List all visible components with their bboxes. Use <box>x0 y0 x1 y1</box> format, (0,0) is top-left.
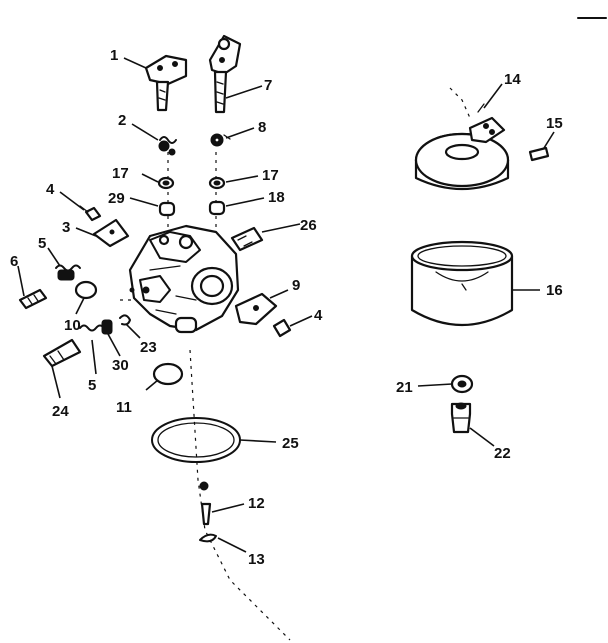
part-5-spring-lower <box>79 324 105 332</box>
part-5-spring-upper <box>55 264 81 281</box>
callout-15: 15 <box>546 115 563 132</box>
callout-5-lower: 5 <box>88 377 96 394</box>
callout-21: 21 <box>396 379 413 396</box>
part-23-clip <box>119 314 131 326</box>
part-26-fitting <box>230 226 264 252</box>
part-15-pin <box>528 146 550 162</box>
part-11-gasket <box>152 362 184 386</box>
part-1-throttle-shaft <box>144 54 188 112</box>
part-29-bushing <box>158 201 176 217</box>
callout-30: 30 <box>112 357 129 374</box>
carburetor-body <box>128 224 240 334</box>
part-8-spring <box>210 133 231 147</box>
part-17-seal-left <box>157 176 175 190</box>
part-4-screw-upper <box>79 205 102 222</box>
callout-14: 14 <box>504 71 521 88</box>
callout-17-right: 17 <box>262 167 279 184</box>
callout-6: 6 <box>10 253 18 270</box>
part-14-float <box>414 103 510 191</box>
part-3-throttle-plate <box>92 218 130 248</box>
part-12-needle <box>199 481 212 526</box>
callout-18: 18 <box>268 189 285 206</box>
callout-11: 11 <box>116 399 132 416</box>
part-7-choke-shaft <box>208 34 242 114</box>
callout-16: 16 <box>546 282 563 299</box>
part-4-screw-lower <box>272 318 292 338</box>
callout-29: 29 <box>108 190 125 207</box>
callout-4-lower: 4 <box>314 307 323 324</box>
callout-22: 22 <box>494 445 511 462</box>
callout-26: 26 <box>300 217 317 234</box>
leader-lines <box>17 57 555 553</box>
callout-2: 2 <box>118 112 126 129</box>
callout-3: 3 <box>62 219 70 236</box>
callout-17-left: 17 <box>112 165 129 182</box>
part-21-gasket <box>450 374 474 394</box>
callout-24: 24 <box>52 403 69 420</box>
part-10-gasket <box>74 280 98 300</box>
callout-labels: 1 7 2 8 17 17 29 18 4 3 26 5 6 9 4 10 23… <box>10 47 563 568</box>
callout-13: 13 <box>248 551 265 568</box>
part-24-jet-screw <box>42 338 82 368</box>
part-13-clip <box>199 533 217 543</box>
callout-4-upper: 4 <box>46 181 55 198</box>
callout-9: 9 <box>292 277 300 294</box>
callout-12: 12 <box>248 495 265 512</box>
callout-5-upper: 5 <box>38 235 46 252</box>
callout-25: 25 <box>282 435 299 452</box>
part-17-seal-right <box>208 176 226 190</box>
part-16-float-bowl <box>410 240 514 326</box>
part-22-bowl-nut <box>450 402 472 434</box>
part-18-bushing <box>208 200 226 216</box>
callout-10: 10 <box>64 317 81 334</box>
callout-1: 1 <box>110 47 118 64</box>
part-9-plate <box>234 292 278 326</box>
callout-8: 8 <box>258 119 266 136</box>
callout-23: 23 <box>140 339 157 356</box>
part-6-idle-screw <box>18 288 48 310</box>
callout-7: 7 <box>264 77 272 94</box>
part-2-spring <box>158 136 177 156</box>
